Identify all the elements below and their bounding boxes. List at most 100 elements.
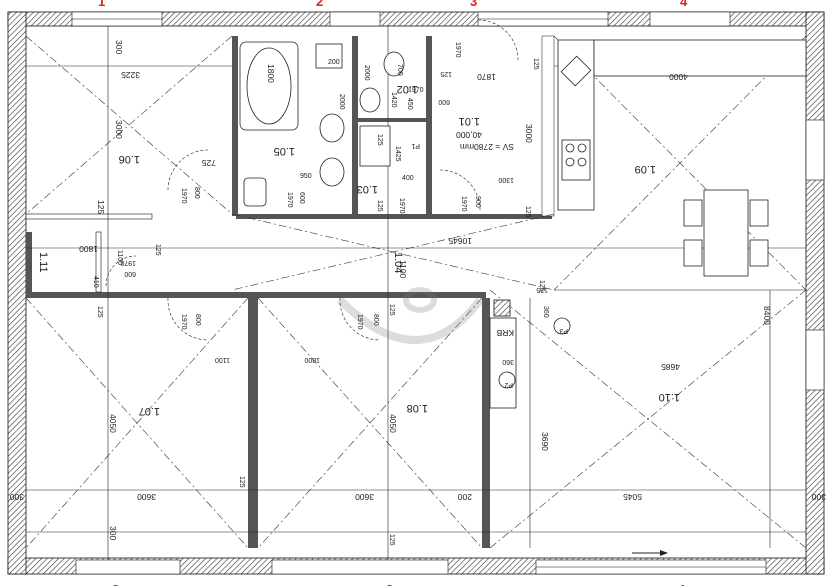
room-1-01-area: 40,000 bbox=[456, 130, 482, 140]
p1-label: P1 bbox=[411, 142, 420, 149]
grid-label-bottom-3: 3 bbox=[386, 582, 393, 586]
dim-125-110: 125 bbox=[536, 286, 548, 293]
dim-3000-101: 3000 bbox=[524, 124, 534, 143]
dim-300-br: 300 bbox=[812, 492, 826, 502]
room-1-02-label: 1.02 bbox=[397, 83, 418, 95]
dim-1970-108: 1970 bbox=[356, 314, 363, 330]
dim-360-a: 360 bbox=[542, 306, 549, 318]
watermark-logo bbox=[337, 287, 484, 344]
dim-125-l2: 125 bbox=[96, 306, 103, 318]
dim-125-108: 125 bbox=[388, 304, 395, 316]
dim-5045: 5045 bbox=[623, 492, 642, 502]
door-arcs bbox=[105, 19, 519, 341]
bathtub bbox=[239, 41, 299, 131]
dim-1800-111: 1800 bbox=[79, 244, 98, 254]
interior-walls bbox=[25, 35, 555, 548]
room-1-01-sv: SV = 2780mm bbox=[460, 142, 514, 152]
dim-1970-top: 1970 bbox=[454, 42, 461, 58]
dim-1970-106: 1970 bbox=[180, 188, 187, 204]
fireplace-krb-label: KRB bbox=[496, 328, 514, 338]
shower-103 bbox=[359, 125, 391, 167]
dim-1870: 1870 bbox=[477, 72, 496, 82]
entrance-arrow bbox=[632, 550, 668, 556]
dim-125-top: 125 bbox=[532, 58, 539, 70]
dining-table bbox=[683, 189, 769, 277]
outer-walls bbox=[7, 11, 825, 575]
dim-8400: 8400 bbox=[762, 306, 772, 325]
dim-125-102: 125 bbox=[440, 70, 452, 77]
room-1-07-label: 1.07 bbox=[139, 405, 160, 417]
grid-label-bottom-2: 2 bbox=[112, 582, 119, 586]
room-1-05-label: 1.05 bbox=[274, 145, 295, 157]
dim-1970-101: 1970 bbox=[408, 87, 424, 94]
dim-900-101: 900 bbox=[474, 196, 481, 208]
room-1-03-label: 1.03 bbox=[357, 183, 378, 195]
dim-410: 410 bbox=[92, 276, 99, 288]
dim-4050-107: 4050 bbox=[108, 414, 118, 433]
dim-300-bl: 300 bbox=[10, 492, 24, 502]
dim-1800-108: 1800 bbox=[304, 356, 320, 363]
dim-1970-107: 1970 bbox=[180, 314, 187, 330]
dim-700: 700 bbox=[396, 64, 403, 76]
dim-300-b: 300 bbox=[108, 526, 118, 540]
toilet-105 bbox=[243, 177, 267, 207]
dim-200-108: 200 bbox=[458, 492, 472, 502]
room-1-01-label: 1.01 bbox=[459, 115, 480, 127]
dim-800-106: 800 bbox=[193, 187, 200, 199]
room-1-09-label: 1.09 bbox=[635, 163, 656, 175]
dim-1800-bath: 1800 bbox=[266, 64, 276, 83]
dim-125-107: 125 bbox=[238, 476, 245, 488]
dim-725: 725 bbox=[202, 158, 216, 168]
fireplace bbox=[489, 299, 571, 409]
dim-125-101: 125 bbox=[376, 134, 383, 146]
dim-125-b: 125 bbox=[388, 534, 395, 546]
room-1-10-label: 1.10 bbox=[659, 391, 680, 403]
dimension-lines bbox=[26, 26, 806, 560]
dim-300-tl: 300 bbox=[114, 40, 124, 54]
dim-4685: 4685 bbox=[661, 362, 680, 372]
dim-3600-107: 3600 bbox=[137, 492, 156, 502]
dim-1970-103: 1970 bbox=[398, 198, 405, 214]
grid-label-top-4: 4 bbox=[680, 0, 688, 9]
dim-4000: 4000 bbox=[669, 72, 688, 82]
sink-102 bbox=[359, 87, 381, 113]
dim-125-l: 125 bbox=[96, 200, 106, 214]
dim-3000-l: 3000 bbox=[114, 120, 124, 139]
dim-200-bath: 200 bbox=[328, 59, 340, 66]
dim-450: 450 bbox=[406, 98, 413, 110]
kitchen-counter bbox=[557, 39, 807, 211]
toilet-102 bbox=[383, 51, 405, 77]
room-1-08-label: 1.08 bbox=[407, 402, 428, 414]
dim-125-104: 125 bbox=[538, 280, 545, 292]
room-1-11-label: 1.11 bbox=[37, 252, 49, 273]
room-1-04-label: 1.04 bbox=[392, 252, 404, 273]
grid-label-bottom-4: 4 bbox=[678, 582, 686, 586]
dim-950: 950 bbox=[300, 173, 312, 180]
dim-800-108: 800 bbox=[372, 314, 379, 326]
dim-1970-105: 1970 bbox=[286, 192, 293, 208]
dim-800-107: 800 bbox=[194, 314, 201, 326]
dim-1100-107: 1100 bbox=[215, 356, 230, 363]
dim-600-105: 600 bbox=[298, 192, 305, 204]
dim-1970-111: 1970 bbox=[120, 259, 136, 266]
sink-1 bbox=[319, 113, 345, 143]
dim-3225: 3225 bbox=[121, 70, 140, 80]
dim-400-103: 400 bbox=[402, 175, 414, 182]
grid-label-top-2: 2 bbox=[316, 0, 323, 9]
dim-360-b: 360 bbox=[502, 358, 514, 365]
dim-4050-108: 4050 bbox=[388, 414, 398, 433]
sink-2 bbox=[319, 157, 345, 187]
dim-3690: 3690 bbox=[540, 432, 550, 451]
dim-2000-b: 2000 bbox=[338, 94, 345, 110]
dim-1100-104: 1100 bbox=[398, 260, 408, 279]
dim-1100-111: 1100 bbox=[116, 250, 123, 265]
dim-1425: 1425 bbox=[394, 146, 401, 162]
dim-1300: 1300 bbox=[498, 176, 514, 183]
dim-125-101b: 125 bbox=[524, 206, 531, 218]
dim-125-103: 125 bbox=[376, 200, 383, 212]
dim-600-101: 600 bbox=[438, 98, 450, 105]
dim-125-111: 125 bbox=[154, 244, 161, 256]
room-1-06-label: 1.06 bbox=[119, 153, 140, 165]
grid-label-top-3: 3 bbox=[470, 0, 477, 9]
dim-600-111: 600 bbox=[124, 270, 136, 277]
